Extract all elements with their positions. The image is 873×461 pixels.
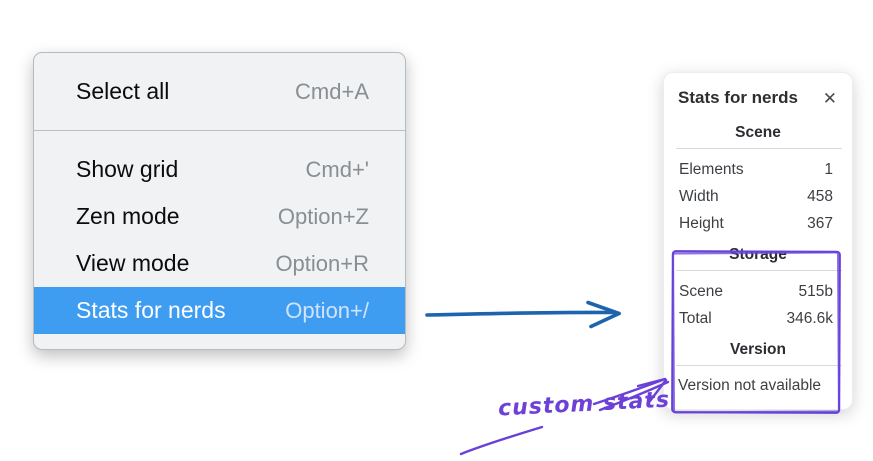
menu-item-shortcut: Option+R [275,250,369,276]
stat-row-width: Width 458 [664,183,852,210]
menu-item-label: View mode [76,250,190,276]
menu-item-shortcut: Cmd+' [305,156,370,182]
menu-item-show-grid[interactable]: Show grid Cmd+' [34,146,405,193]
menu-item-view-mode[interactable]: View mode Option+R [34,240,405,287]
stat-row-height: Height 367 [664,210,852,237]
menu-item-select-all[interactable]: Select all Cmd+A [34,68,405,115]
menu-item-shortcut: Option+Z [277,203,369,229]
section-storage: Storage Scene 515b Total 346.6k [664,237,852,332]
divider [676,270,842,271]
section-version: Version Version not available [664,332,852,401]
stat-label: Width [679,187,719,205]
menu-group-bottom: Show grid Cmd+' Zen mode Option+Z View m… [34,130,405,349]
stat-row-scene-storage: Scene 515b [664,278,852,305]
stat-value: 367 [807,214,833,232]
stat-label: Total [679,309,712,327]
stats-panel: Stats for nerds ✕ Scene Elements 1 Width… [663,72,853,410]
stat-label: Height [679,214,724,232]
menu-item-label: Show grid [76,156,179,182]
menu-item-shortcut: Option+/ [285,297,369,323]
blue-arrow [425,300,621,329]
stat-value: 515b [798,282,833,300]
menu-item-zen-mode[interactable]: Zen mode Option+Z [34,193,405,240]
stat-label: Scene [679,282,723,300]
menu-item-label: Select all [76,78,170,104]
menu-item-label: Zen mode [76,203,180,229]
section-heading: Scene [735,124,781,141]
close-icon[interactable]: ✕ [822,88,837,108]
stat-row-elements: Elements 1 [664,156,852,183]
section-heading: Version [730,341,786,358]
menu-group-top: Select all Cmd+A [34,53,405,130]
custom-stats-annotation: custom stats [497,387,671,422]
divider [676,148,842,149]
stat-value: 1 [824,160,833,178]
stat-value: 346.6k [786,309,833,327]
stat-label: Elements [679,160,744,178]
section-scene: Scene Elements 1 Width 458 Height 367 [664,115,852,237]
stat-row-total-storage: Total 346.6k [664,305,852,332]
stats-panel-title: Stats for nerds [678,88,798,107]
version-note: Version not available [678,377,822,394]
section-heading: Storage [729,246,787,263]
stat-value: 458 [807,187,833,205]
menu-item-stats-for-nerds[interactable]: Stats for nerds Option+/ [34,287,405,334]
menu-item-label: Stats for nerds [76,297,226,323]
divider [676,365,842,366]
menu-item-shortcut: Cmd+A [295,78,369,104]
context-menu: Select all Cmd+A Show grid Cmd+' Zen mod… [33,52,406,350]
stats-panel-header: Stats for nerds ✕ [664,73,852,115]
